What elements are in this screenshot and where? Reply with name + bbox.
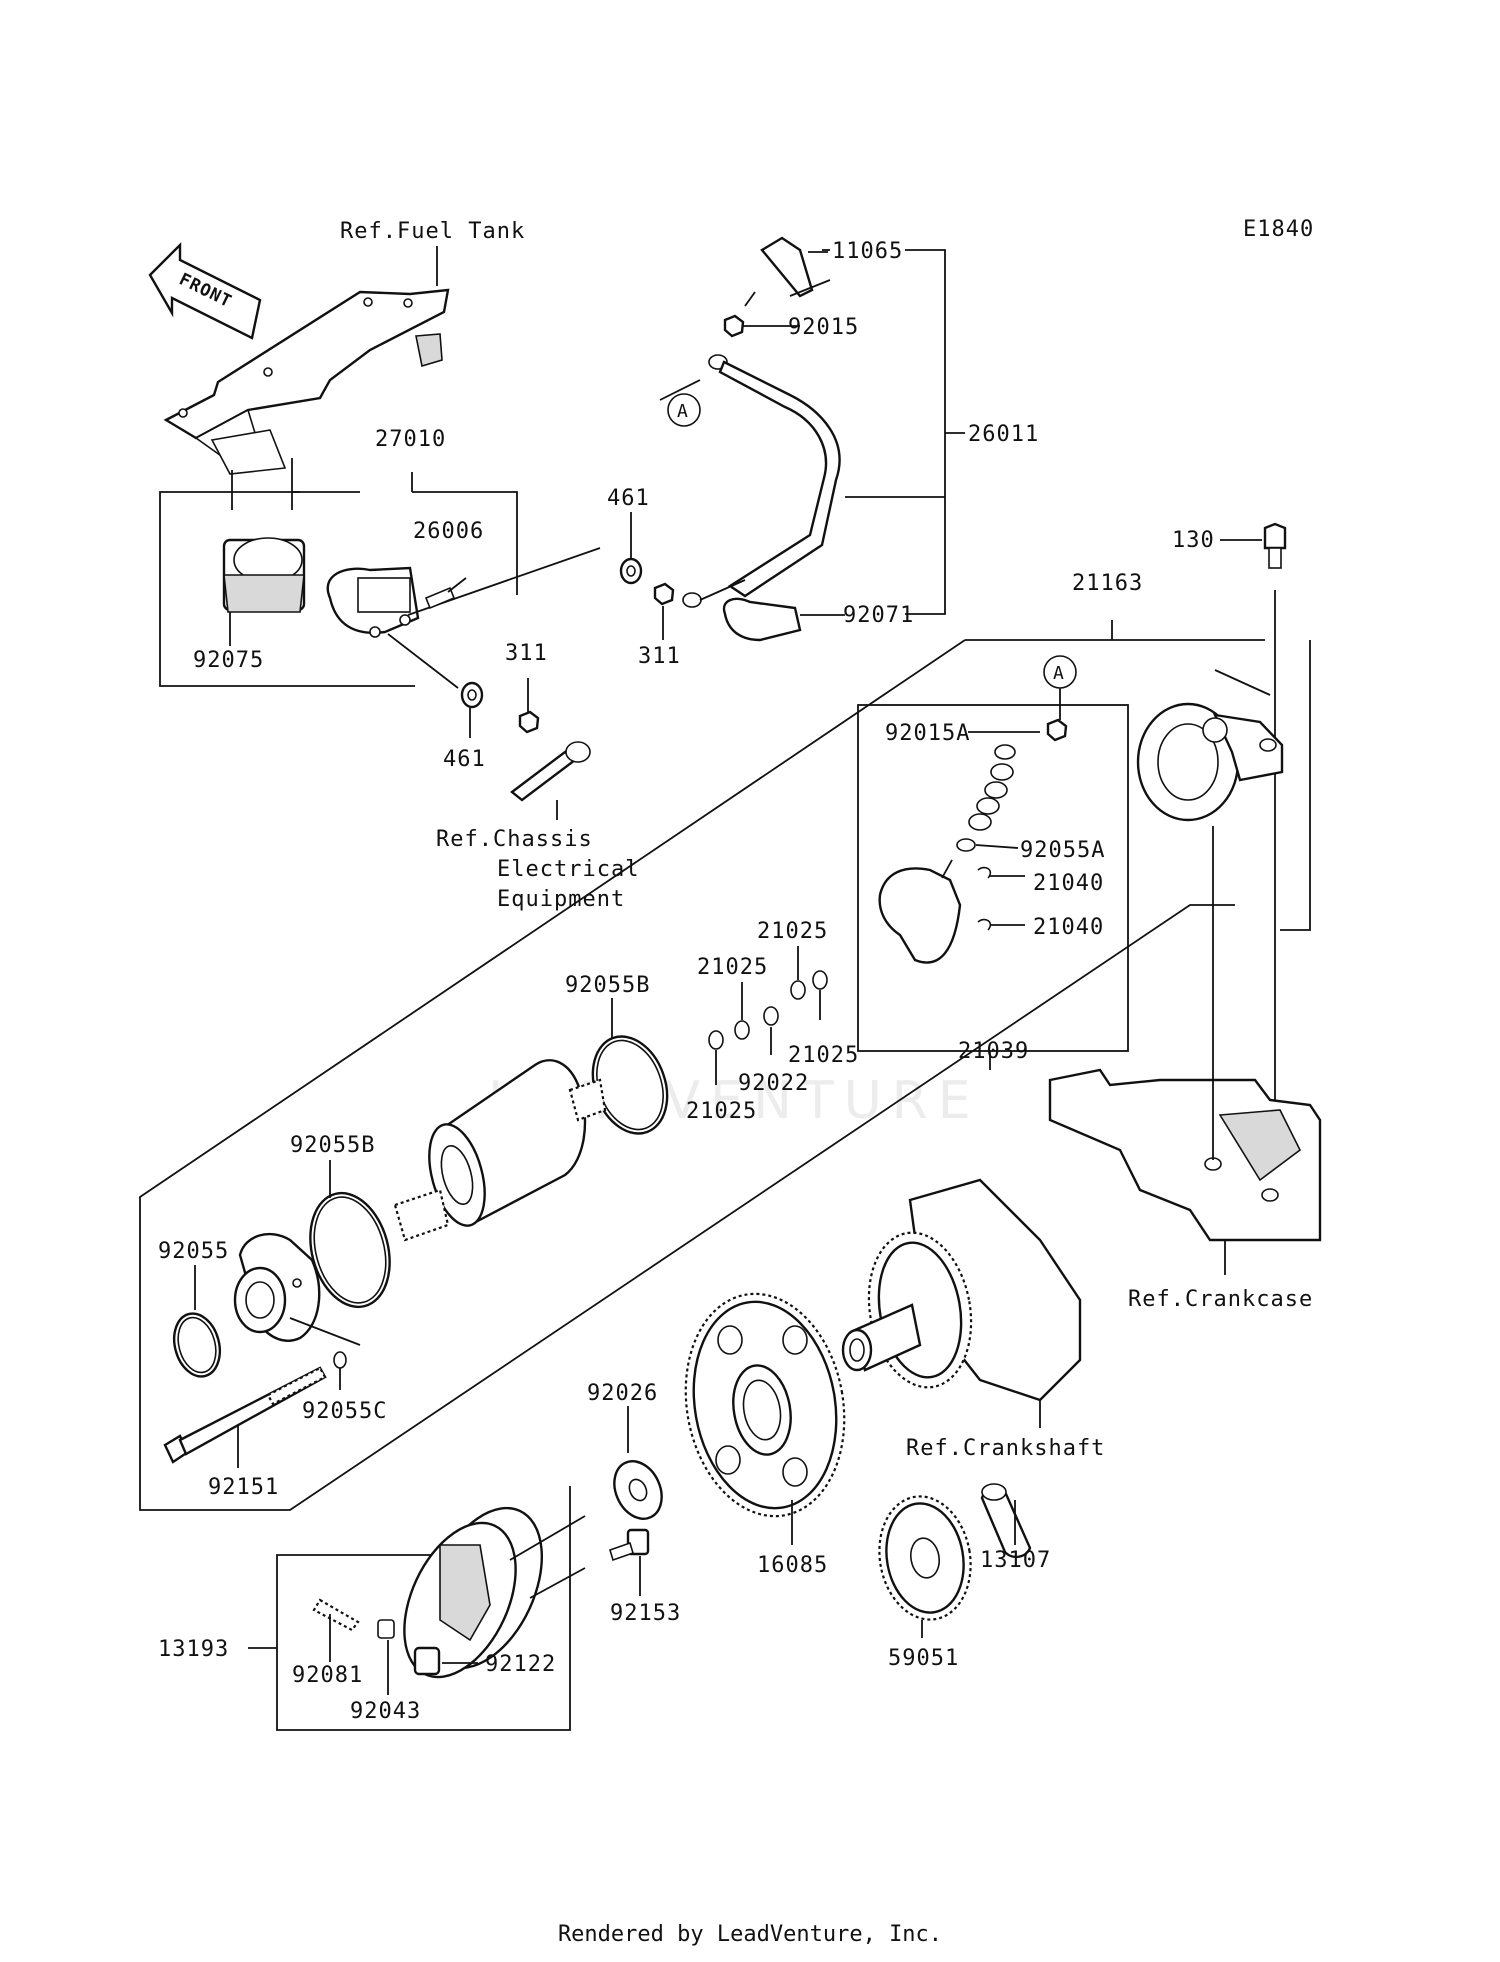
- washer-461-icon: [619, 512, 643, 585]
- shaft-13107-icon: [980, 1483, 1032, 1559]
- bolt-92153-icon: [609, 1528, 650, 1596]
- battery-cable-icon: [659, 236, 845, 642]
- svg-text:A: A: [1053, 663, 1065, 684]
- group-bracket-13193: [276, 1486, 571, 1731]
- label-27010[interactable]: 27010: [375, 427, 446, 452]
- washer-92026-icon: [613, 1406, 663, 1520]
- label-311-left[interactable]: 311: [505, 641, 548, 666]
- fuel-tank-bracket-icon: [163, 246, 450, 510]
- label-16085[interactable]: 16085: [757, 1553, 828, 1578]
- front-arrow-icon: FRONT: [148, 242, 262, 340]
- label-311-right[interactable]: 311: [638, 644, 681, 669]
- front-cover-icon: [233, 1232, 361, 1346]
- end-cover-icon: [1136, 702, 1284, 822]
- crankshaft-icon: [841, 1178, 1082, 1428]
- relay-bracket-icon: [222, 537, 306, 646]
- spring-92081-icon: [312, 1598, 360, 1662]
- bolt-130-icon: [1220, 522, 1287, 1195]
- label-92026[interactable]: 92026: [587, 1381, 658, 1406]
- shim-set-icon: [708, 946, 828, 1085]
- washer-461b-icon: [460, 681, 484, 738]
- label-92071[interactable]: 92071: [843, 603, 914, 628]
- label-461-top[interactable]: 461: [607, 486, 650, 511]
- label-21163[interactable]: 21163: [1072, 571, 1143, 596]
- label-92055c[interactable]: 92055C: [302, 1399, 387, 1424]
- label-21040-bottom[interactable]: 21040: [1033, 915, 1104, 940]
- label-21025-top-left[interactable]: 21025: [697, 955, 768, 980]
- label-130[interactable]: 130: [1172, 528, 1215, 553]
- o-ring-92055b-left-icon: [309, 1160, 391, 1309]
- label-92151[interactable]: 92151: [208, 1475, 279, 1500]
- plunger-92043-icon: [377, 1619, 395, 1695]
- label-21025-top-right[interactable]: 21025: [757, 919, 828, 944]
- label-21040-top[interactable]: 21040: [1033, 871, 1104, 896]
- through-bolt-icon: [163, 1366, 327, 1468]
- label-92075[interactable]: 92075: [193, 648, 264, 673]
- chassis-terminal-icon: [510, 741, 591, 820]
- label-21025-right[interactable]: 21025: [788, 1043, 859, 1068]
- starter-relay-icon: [326, 547, 601, 689]
- diagram-code: E1840: [1243, 217, 1314, 242]
- label-13193[interactable]: 13193: [158, 1637, 229, 1662]
- fuse-icon: [424, 577, 467, 610]
- label-92015a[interactable]: 92015A: [885, 721, 970, 746]
- starter-gear-icon: [684, 1292, 846, 1545]
- o-ring-92055b-icon: [591, 998, 669, 1135]
- terminal-stack-icon: [878, 718, 1068, 1070]
- label-92022[interactable]: 92022: [738, 1071, 809, 1096]
- label-ref-crankcase: Ref.Crankcase: [1128, 1287, 1313, 1312]
- roller-92122-icon: [413, 1646, 478, 1676]
- label-92055[interactable]: 92055: [158, 1239, 229, 1264]
- idle-gear-icon: [878, 1495, 972, 1638]
- label-92081[interactable]: 92081: [292, 1663, 363, 1688]
- label-461-bottom[interactable]: 461: [443, 747, 486, 772]
- label-21025-bottom[interactable]: 21025: [686, 1099, 757, 1124]
- label-26006[interactable]: 26006: [413, 519, 484, 544]
- o-ring-92055c-icon: [333, 1351, 347, 1390]
- label-ref-chassis-line2: Electrical: [497, 857, 639, 882]
- label-ref-fuel-tank: Ref.Fuel Tank: [340, 219, 525, 244]
- label-ref-chassis-line3: Equipment: [497, 887, 625, 912]
- label-92055b-top[interactable]: 92055B: [565, 973, 650, 998]
- callout-a-top: A: [667, 393, 701, 427]
- label-21039[interactable]: 21039: [958, 1039, 1029, 1064]
- label-92055a[interactable]: 92055A: [1020, 838, 1105, 863]
- callout-a-bottom: A: [1043, 655, 1077, 720]
- group-bracket-26011: [905, 249, 946, 615]
- group-bracket-27010: [412, 491, 518, 595]
- group-bracket-21039: [857, 704, 1129, 1052]
- label-ref-crankshaft: Ref.Crankshaft: [906, 1436, 1105, 1461]
- motor-yoke-icon: [393, 1059, 607, 1242]
- label-92153[interactable]: 92153: [610, 1601, 681, 1626]
- footer-credit: Rendered by LeadVenture, Inc.: [557, 1922, 943, 1947]
- svg-text:A: A: [677, 401, 689, 422]
- label-ref-chassis-line1: Ref.Chassis: [436, 827, 593, 852]
- label-92055b-left[interactable]: 92055B: [290, 1133, 375, 1158]
- nut-311-icon: [653, 582, 675, 640]
- label-92043[interactable]: 92043: [350, 1699, 421, 1724]
- nut-311b-icon: [518, 678, 540, 734]
- crankcase-icon: [1048, 826, 1322, 1275]
- label-26011[interactable]: 26011: [968, 422, 1039, 447]
- label-92015[interactable]: 92015: [788, 315, 859, 340]
- label-11065[interactable]: 11065: [832, 239, 903, 264]
- o-ring-92055-icon: [172, 1265, 222, 1378]
- label-13107[interactable]: 13107: [980, 1548, 1051, 1573]
- label-59051[interactable]: 59051: [888, 1646, 959, 1671]
- label-92122[interactable]: 92122: [485, 1652, 556, 1677]
